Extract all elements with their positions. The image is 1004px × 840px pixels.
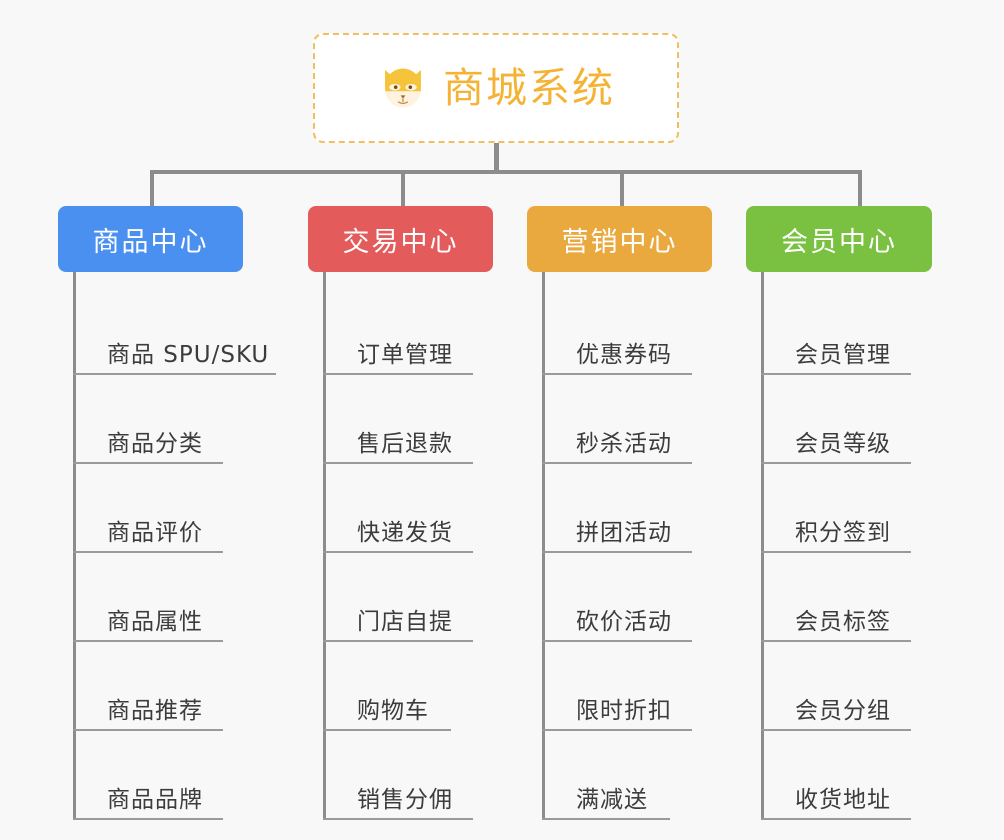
leaf-label: 快递发货 xyxy=(357,519,453,546)
root-node[interactable]: 商城系统 xyxy=(313,33,679,143)
leaf-label: 会员管理 xyxy=(795,341,891,368)
connector-stem-product-center xyxy=(73,272,76,288)
leaf-label: 购物车 xyxy=(357,697,429,724)
leaf-item-marketing-center-4[interactable]: 限时折扣 xyxy=(542,642,692,731)
leaf-item-marketing-center-5[interactable]: 满减送 xyxy=(542,731,672,820)
leaf-item-member-center-4[interactable]: 会员分组 xyxy=(761,642,911,731)
leaf-item-trade-center-1[interactable]: 售后退款 xyxy=(323,375,473,464)
category-box-trade-center[interactable]: 交易中心 xyxy=(308,206,493,272)
leaf-item-trade-center-3[interactable]: 门店自提 xyxy=(323,553,473,642)
leaf-label: 门店自提 xyxy=(357,608,453,635)
leaf-item-marketing-center-2[interactable]: 拼团活动 xyxy=(542,464,692,553)
leaf-item-trade-center-0[interactable]: 订单管理 xyxy=(323,286,473,375)
leaf-column-marketing-center: 优惠券码 秒杀活动 拼团活动 砍价活动 限时折扣 满减送 xyxy=(542,286,692,820)
leaf-spine-trade-center xyxy=(323,286,326,820)
leaf-item-product-center-4[interactable]: 商品推荐 xyxy=(73,642,269,731)
connector-trunk-bar xyxy=(150,170,862,174)
leaf-column-member-center: 会员管理 会员等级 积分签到 会员标签 会员分组 收货地址 xyxy=(761,286,911,820)
leaf-item-member-center-3[interactable]: 会员标签 xyxy=(761,553,911,642)
leaf-item-trade-center-4[interactable]: 购物车 xyxy=(323,642,453,731)
leaf-label: 砍价活动 xyxy=(576,608,672,635)
leaf-item-product-center-3[interactable]: 商品属性 xyxy=(73,553,269,642)
leaf-column-product-center: 商品 SPU/SKU 商品分类 商品评价 商品属性 商品推荐 商品品牌 xyxy=(73,286,277,820)
leaf-label: 商品分类 xyxy=(107,430,203,457)
leaf-item-trade-center-5[interactable]: 销售分佣 xyxy=(323,731,473,820)
category-title-marketing-center: 营销中心 xyxy=(561,226,678,258)
leaf-label: 商品推荐 xyxy=(107,697,203,724)
root-title: 商城系统 xyxy=(443,63,615,112)
leaf-item-marketing-center-0[interactable]: 优惠券码 xyxy=(542,286,692,375)
leaf-item-member-center-2[interactable]: 积分签到 xyxy=(761,464,911,553)
leaf-label: 商品评价 xyxy=(107,519,203,546)
leaf-item-product-center-2[interactable]: 商品评价 xyxy=(73,464,269,553)
connector-drop-marketing-center xyxy=(620,170,624,208)
leaf-item-product-center-5[interactable]: 商品品牌 xyxy=(73,731,269,820)
connector-stem-marketing-center xyxy=(542,272,545,288)
leaf-label: 会员等级 xyxy=(795,430,891,457)
leaf-item-member-center-0[interactable]: 会员管理 xyxy=(761,286,911,375)
leaf-label: 商品品牌 xyxy=(107,786,203,813)
leaf-spine-marketing-center xyxy=(542,286,545,820)
leaf-label: 积分签到 xyxy=(795,519,891,546)
connector-drop-trade-center xyxy=(401,170,405,208)
leaf-item-member-center-1[interactable]: 会员等级 xyxy=(761,375,911,464)
leaf-item-product-center-1[interactable]: 商品分类 xyxy=(73,375,269,464)
leaf-label: 售后退款 xyxy=(357,430,453,457)
category-title-trade-center: 交易中心 xyxy=(342,226,459,258)
leaf-spine-product-center xyxy=(73,286,76,820)
category-box-product-center[interactable]: 商品中心 xyxy=(58,206,243,272)
leaf-label: 满减送 xyxy=(576,786,648,813)
connector-root-stem xyxy=(494,143,499,174)
leaf-item-product-center-0[interactable]: 商品 SPU/SKU xyxy=(73,286,277,375)
leaf-label: 拼团活动 xyxy=(576,519,672,546)
leaf-item-trade-center-2[interactable]: 快递发货 xyxy=(323,464,473,553)
leaf-label: 会员标签 xyxy=(795,608,891,635)
leaf-label: 商品 SPU/SKU xyxy=(107,341,270,368)
category-box-marketing-center[interactable]: 营销中心 xyxy=(527,206,712,272)
leaf-label: 会员分组 xyxy=(795,697,891,724)
leaf-label: 订单管理 xyxy=(357,341,453,368)
leaf-label: 收货地址 xyxy=(795,786,891,813)
connector-stem-member-center xyxy=(761,272,764,288)
leaf-label: 优惠券码 xyxy=(576,341,672,368)
leaf-column-trade-center: 订单管理 售后退款 快递发货 门店自提 购物车 销售分佣 xyxy=(323,286,473,820)
dog-face-icon xyxy=(385,68,421,108)
leaf-label: 限时折扣 xyxy=(576,697,672,724)
connector-stem-trade-center xyxy=(323,272,326,288)
leaf-item-marketing-center-1[interactable]: 秒杀活动 xyxy=(542,375,692,464)
category-title-product-center: 商品中心 xyxy=(92,226,209,258)
leaf-label: 销售分佣 xyxy=(357,786,453,813)
leaf-item-member-center-5[interactable]: 收货地址 xyxy=(761,731,911,820)
leaf-label: 商品属性 xyxy=(107,608,203,635)
leaf-spine-member-center xyxy=(761,286,764,820)
category-title-member-center: 会员中心 xyxy=(781,226,897,258)
leaf-item-marketing-center-3[interactable]: 砍价活动 xyxy=(542,553,692,642)
leaf-label: 秒杀活动 xyxy=(576,430,672,457)
connector-drop-product-center xyxy=(150,170,154,208)
category-box-member-center[interactable]: 会员中心 xyxy=(746,206,932,272)
connector-drop-member-center xyxy=(858,170,862,208)
